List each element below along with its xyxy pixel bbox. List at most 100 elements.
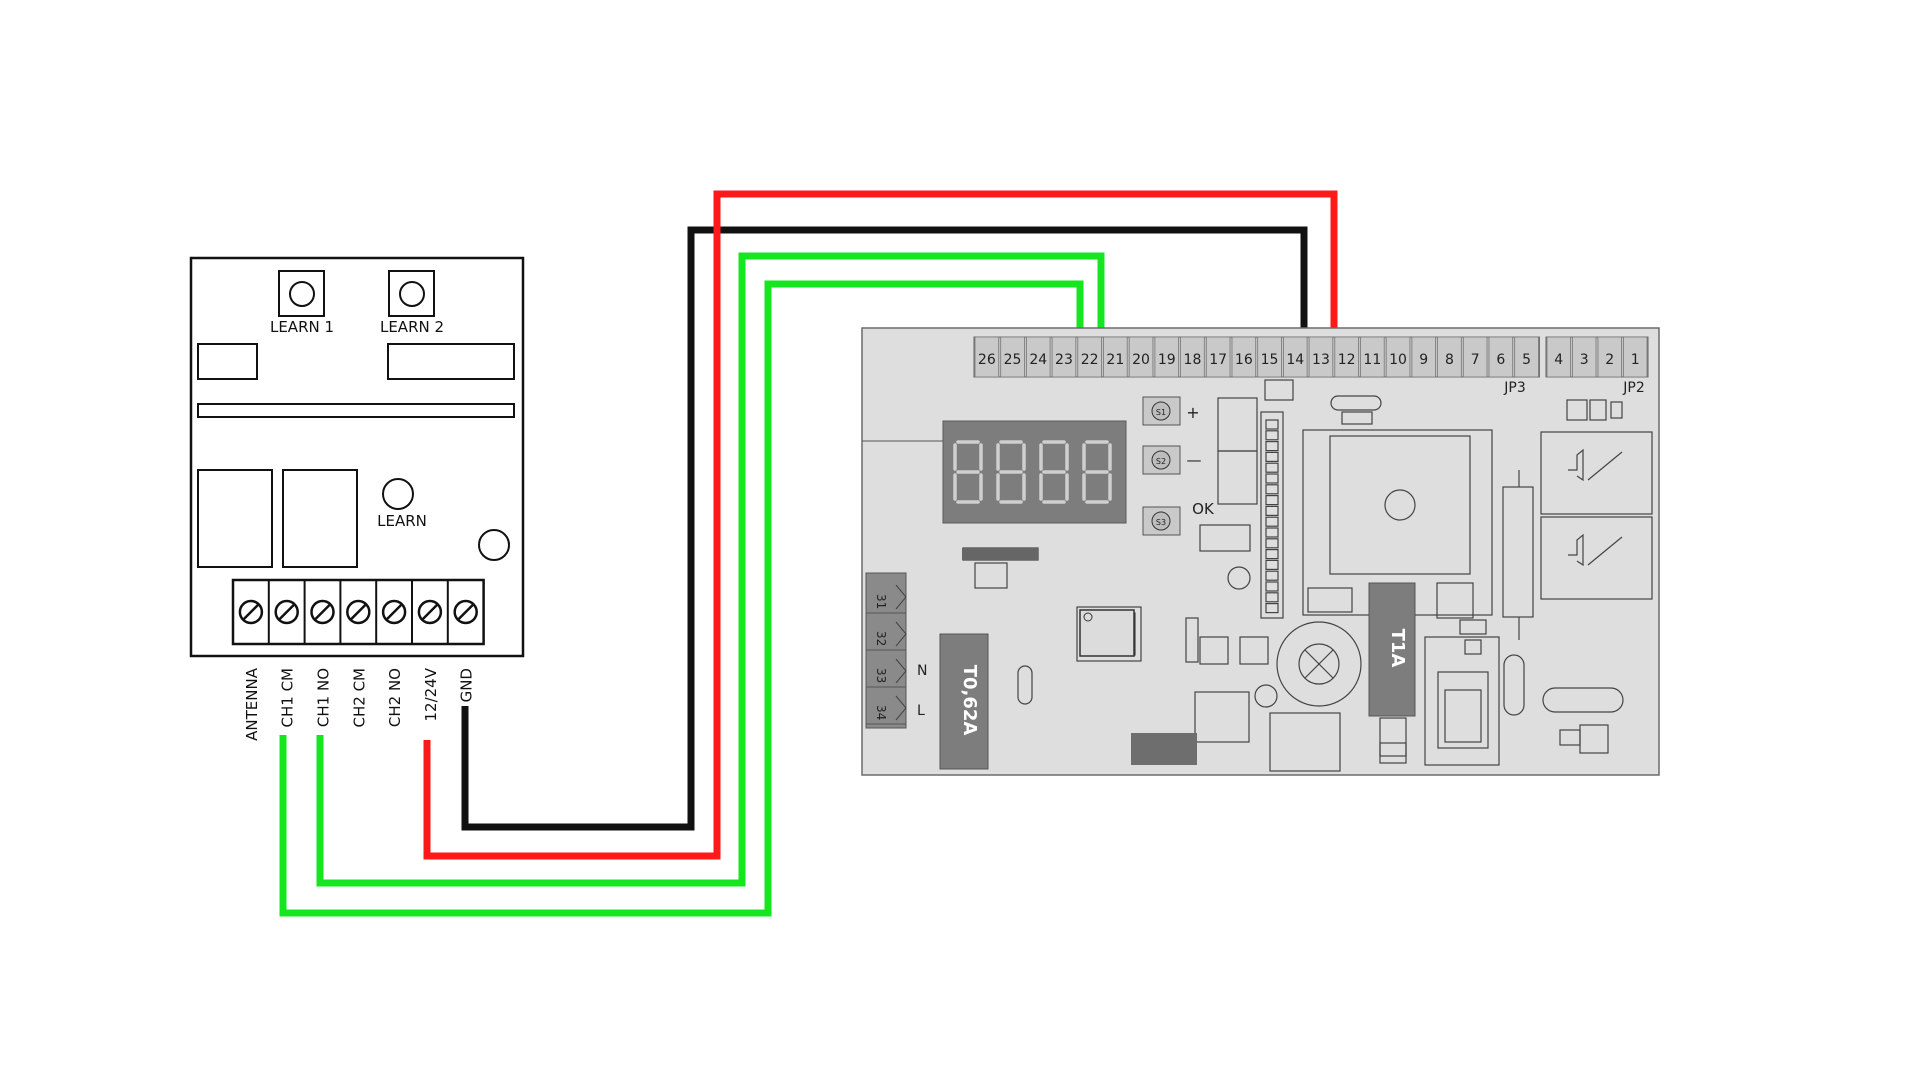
- svg-text:9: 9: [1419, 352, 1428, 368]
- svg-text:5: 5: [1522, 352, 1531, 368]
- display-digit: [1082, 440, 1112, 504]
- button-s3[interactable]: S3: [1142, 506, 1181, 536]
- svg-text:3: 3: [1580, 352, 1589, 368]
- wire-red-power: [423, 190, 1338, 860]
- n-label: N: [917, 663, 927, 679]
- svg-text:22: 22: [1081, 352, 1099, 368]
- led-window-left: [197, 343, 258, 380]
- wires: [279, 190, 1338, 917]
- terminal-19[interactable]: 19: [1154, 336, 1180, 378]
- learn2-button-knob: [399, 281, 425, 307]
- jp3-label: JP3: [1503, 380, 1525, 396]
- terminal-9[interactable]: 9: [1411, 336, 1437, 378]
- terminal-4[interactable]: 4: [1546, 336, 1571, 378]
- rail-strip: [197, 403, 515, 418]
- svg-text:S2: S2: [1156, 457, 1166, 466]
- ok-label: OK: [1192, 500, 1215, 518]
- terminal-21[interactable]: 21: [1103, 336, 1128, 378]
- terminal-14[interactable]: 14: [1283, 336, 1308, 378]
- terminal-18[interactable]: 18: [1180, 336, 1205, 378]
- learn1-label: LEARN 1: [270, 318, 334, 336]
- terminal-screw-4[interactable]: [346, 599, 371, 625]
- terminal-8[interactable]: 8: [1437, 336, 1462, 378]
- svg-text:25: 25: [1004, 352, 1022, 368]
- led-window-right: [387, 343, 515, 380]
- svg-text:11: 11: [1363, 352, 1381, 368]
- terminal-screw-7[interactable]: [453, 599, 478, 625]
- l-label: L: [917, 703, 925, 719]
- terminal-24[interactable]: 24: [1026, 336, 1051, 378]
- terminal-11[interactable]: 11: [1360, 336, 1385, 378]
- terminal-26[interactable]: 26: [974, 336, 1000, 378]
- terminal-screw-6[interactable]: [417, 599, 443, 625]
- microcontroller-chip: [1079, 609, 1135, 657]
- svg-text:6: 6: [1496, 352, 1505, 368]
- relay-1: [197, 469, 273, 568]
- terminal-15[interactable]: 15: [1257, 336, 1282, 378]
- led-indicator: [478, 529, 510, 561]
- terminal-7[interactable]: 7: [1462, 336, 1488, 378]
- pin-header: [962, 548, 1038, 560]
- display-digits: [953, 440, 1112, 504]
- svg-text:10: 10: [1389, 352, 1407, 368]
- terminal-16[interactable]: 16: [1231, 336, 1257, 378]
- svg-text:23: 23: [1055, 352, 1073, 368]
- learn2-button[interactable]: [388, 270, 435, 317]
- button-s2[interactable]: S2: [1142, 445, 1181, 475]
- terminal-label: CH2 NO: [386, 668, 404, 727]
- terminal-screw-2[interactable]: [274, 599, 299, 625]
- terminal-3[interactable]: 3: [1572, 336, 1597, 378]
- button-s1[interactable]: S1: [1142, 396, 1181, 426]
- terminal-22[interactable]: 22: [1077, 336, 1102, 378]
- svg-text:18: 18: [1184, 352, 1202, 368]
- terminal-12[interactable]: 12: [1334, 336, 1359, 378]
- terminal-10[interactable]: 10: [1385, 336, 1411, 378]
- learn2-label: LEARN 2: [380, 318, 444, 336]
- terminal-label: 12/24V: [422, 667, 440, 721]
- terminal-screw-3[interactable]: [310, 599, 335, 625]
- terminal-13[interactable]: 13: [1308, 336, 1334, 378]
- display-digit: [953, 440, 983, 504]
- svg-text:2: 2: [1605, 352, 1614, 368]
- terminal-2[interactable]: 2: [1597, 336, 1622, 378]
- seven-segment-display: [862, 420, 1127, 524]
- terminal-screw-5[interactable]: [381, 599, 407, 625]
- display-digit: [1039, 440, 1069, 504]
- svg-text:21: 21: [1106, 352, 1124, 368]
- terminal-25[interactable]: 25: [1000, 336, 1025, 378]
- svg-text:19: 19: [1158, 352, 1176, 368]
- terminal-17[interactable]: 17: [1205, 336, 1231, 378]
- plus-label: +: [1186, 403, 1199, 422]
- terminal-label: CH1 CM: [279, 668, 297, 727]
- wire-green-ch1cm: [279, 280, 1084, 917]
- terminal-20[interactable]: 20: [1128, 336, 1154, 378]
- svg-text:13: 13: [1312, 352, 1330, 368]
- svg-text:26: 26: [978, 352, 996, 368]
- wire-black-gnd: [461, 226, 1308, 831]
- side-pin-label: 32: [874, 631, 888, 646]
- svg-text:20: 20: [1132, 352, 1150, 368]
- svg-text:16: 16: [1235, 352, 1253, 368]
- side-pin-label: 31: [874, 594, 888, 609]
- terminal-label: CH1 NO: [315, 668, 333, 727]
- side-pin-label: 34: [874, 705, 888, 720]
- relay-block-dark: [1131, 733, 1197, 765]
- terminal-1[interactable]: 1: [1623, 336, 1648, 378]
- svg-text:24: 24: [1029, 352, 1047, 368]
- terminal-screw-1[interactable]: [238, 599, 264, 625]
- wire-green-ch1no: [316, 252, 1105, 887]
- svg-text:4: 4: [1554, 352, 1563, 368]
- terminal-23[interactable]: 23: [1051, 336, 1077, 378]
- relay-2: [282, 469, 358, 568]
- display-digit: [996, 440, 1026, 504]
- terminal-5[interactable]: 5: [1514, 336, 1539, 378]
- svg-text:15: 15: [1261, 352, 1279, 368]
- learn-label: LEARN: [377, 512, 427, 530]
- terminal-6[interactable]: 6: [1488, 336, 1514, 378]
- learn-button[interactable]: [382, 478, 414, 510]
